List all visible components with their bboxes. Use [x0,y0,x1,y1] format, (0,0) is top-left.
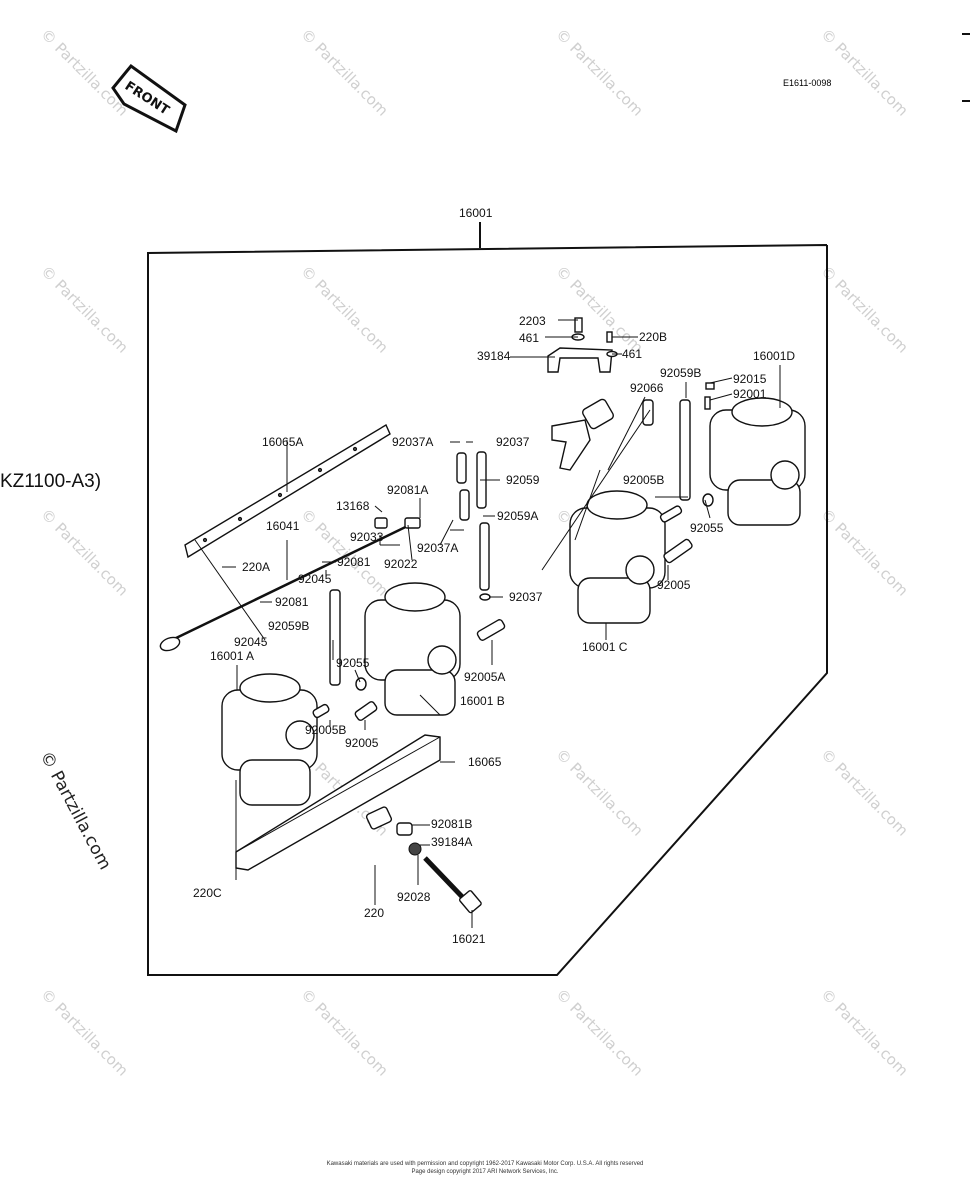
label-92022: 92022 [384,557,418,571]
label-92005: 92005 [345,736,379,750]
watermark: © Partzilla.com [297,262,392,357]
label-92037: 92037 [509,590,543,604]
label-92081: 92081 [337,555,371,569]
label-92081: 92081 [275,595,309,609]
carburetor-16001D [709,397,806,526]
label-220: 220 [364,906,384,920]
label-92059A: 92059A [497,509,538,523]
watermark: © Partzilla.com [817,745,912,840]
edge-mark-top [962,33,970,35]
watermark: © Partzilla.com [297,25,392,120]
label-461: 461 [519,331,539,345]
label-16001B: 16001 B [460,694,505,708]
label-39184A: 39184A [431,835,472,849]
label-16065: 16065 [468,755,502,769]
watermark: © Partzilla.com [552,985,647,1080]
part-labels: 16001 2203 461 220B 39184 461 16001D 920… [193,206,795,946]
watermark: © Partzilla.com [817,262,912,357]
model-label: KZ1100-A3) [0,471,101,492]
label-16001C: 16001 C [582,640,628,654]
label-92033: 92033 [350,530,384,544]
label-92045: 92045 [234,635,268,649]
label-92045: 92045 [298,572,332,586]
label-220B: 220B [639,330,667,344]
watermark: © Partzilla.com [37,25,132,120]
lower-linkage [365,517,482,914]
label-92081B: 92081B [431,817,472,831]
copyright-line: Kawasaki materials are used with permiss… [327,1161,644,1167]
watermark: © Partzilla.com [37,985,132,1080]
watermark: © Partzilla.com [552,745,647,840]
label-92037: 92037 [496,435,530,449]
label-16001D: 16001D [753,349,795,363]
label-461: 461 [622,347,642,361]
front-arrow-icon: FRONT [111,63,187,134]
watermark: © Partzilla.com [37,505,132,600]
bracket-39184 [547,347,613,373]
label-16065A: 16065A [262,435,303,449]
carburetor-16001A [221,673,318,806]
label-92005A: 92005A [464,670,505,684]
label-92059B: 92059B [660,366,701,380]
shaft-16041 [159,518,421,652]
assembly-frame [147,222,828,976]
label-16041: 16041 [266,519,300,533]
label-92015: 92015 [733,372,767,386]
watermark: © Partzilla.com [552,25,647,120]
carburetor-16001C [569,490,666,624]
watermark: © Partzilla.com [817,985,912,1080]
leader-lines [194,319,781,928]
label-220C: 220C [193,886,222,900]
label-220A: 220A [242,560,270,574]
fittings [312,493,714,721]
label-2203: 2203 [519,314,546,328]
label-92059: 92059 [506,473,540,487]
label-92066: 92066 [630,381,664,395]
label-13168: 13168 [336,499,370,513]
watermark: © Partzilla.com [817,25,912,120]
choke-linkage [551,398,614,471]
carburetor-16001B [364,582,461,716]
label-92059B: 92059B [268,619,309,633]
label-39184: 39184 [477,349,511,363]
label-16001A: 16001 A [210,649,254,663]
label-92005B: 92005B [623,473,664,487]
label-92001: 92001 [733,387,767,401]
watermark: © Partzilla.com [297,985,392,1080]
copyright-line: Page design copyright 2017 ARI Network S… [411,1169,558,1175]
label-16021: 16021 [452,932,486,946]
label-92037A: 92037A [392,435,433,449]
label-92081A: 92081A [387,483,428,497]
edge-mark-bottom [962,100,970,102]
label-92028: 92028 [397,890,431,904]
label-92055: 92055 [690,521,724,535]
label-92005: 92005 [657,578,691,592]
label-92037A: 92037A [417,541,458,555]
label-92005B: 92005B [305,723,346,737]
watermark: © Partzilla.com [37,262,132,357]
watermark: © Partzilla.com [552,262,647,357]
reference-code: E1611-0098 [783,78,831,88]
label-92055: 92055 [336,656,370,670]
hoses [329,399,691,686]
watermark-group: © Partzilla.com © Partzilla.com © Partzi… [36,25,912,1080]
label-16001: 16001 [459,206,493,220]
watermark: © Partzilla.com [817,505,912,600]
watermark-prominent: © Partzilla.com [36,748,115,873]
